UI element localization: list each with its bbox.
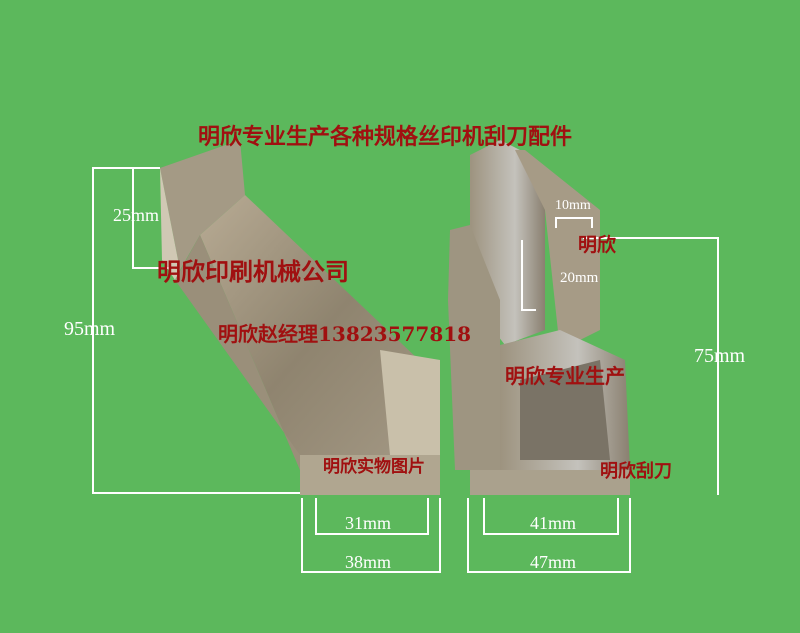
dim-right-height: 75mm xyxy=(694,345,746,367)
left-squeegee-holder xyxy=(160,140,440,495)
dim-left-base-outer: 38mm xyxy=(345,552,392,572)
headline-caption: 明欣专业生产各种规格丝印机刮刀配件 xyxy=(198,124,573,150)
dim-right-base-outer: 47mm xyxy=(530,552,577,572)
brand-caption: 明欣 xyxy=(578,234,617,256)
dim-left-height: 95mm xyxy=(64,318,116,340)
dim-right-slot-depth: 20mm xyxy=(560,270,599,286)
dim-right-base-inner: 41mm xyxy=(530,513,577,533)
dim-right-slot-width: 10mm xyxy=(555,198,591,213)
squeegee-caption: 明欣刮刀 xyxy=(600,461,672,482)
dim-left-base-inner: 31mm xyxy=(345,513,392,533)
production-caption: 明欣专业生产 xyxy=(505,364,625,388)
dim-left-flange: 25mm xyxy=(113,205,160,225)
company-caption: 明欣印刷机械公司 xyxy=(157,257,349,286)
photo-note-caption: 明欣实物图片 xyxy=(323,457,425,477)
right-squeegee-holder xyxy=(448,140,630,495)
dimension-lines xyxy=(92,167,719,573)
contact-caption: 明欣赵经理13823577818 xyxy=(218,322,472,346)
